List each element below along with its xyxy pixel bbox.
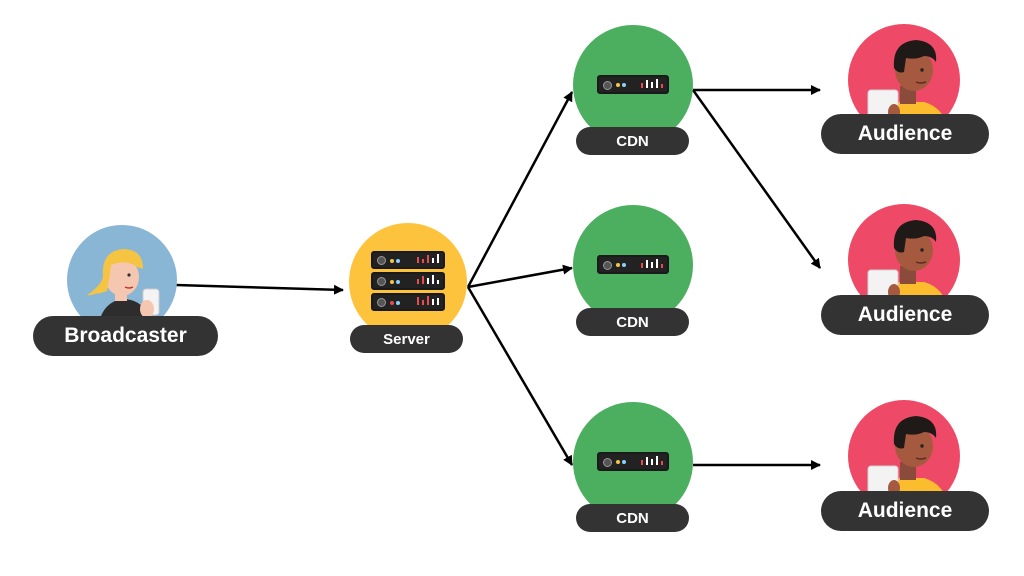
cdn-circle-top xyxy=(573,25,693,145)
server-rack-icon xyxy=(573,25,693,145)
cdn-label-top: CDN xyxy=(576,127,689,155)
cdn-label-middle: CDN xyxy=(576,308,689,336)
server-rack-icon xyxy=(573,402,693,522)
edge-server-cdn-middle xyxy=(467,264,573,289)
server-circle xyxy=(349,223,467,341)
cdn-label-bottom: CDN xyxy=(576,504,689,532)
edge-server-cdn-top xyxy=(466,91,574,288)
edge-cdn-top-audience-middle xyxy=(691,89,822,269)
audience-label-bottom: Audience xyxy=(821,491,989,531)
broadcaster-label: Broadcaster xyxy=(33,316,218,356)
server-rack-icon xyxy=(349,223,467,341)
server-label: Server xyxy=(350,325,463,353)
server-rack-icon xyxy=(573,205,693,325)
cdn-circle-middle xyxy=(573,205,693,325)
audience-label-middle: Audience xyxy=(821,295,989,335)
edge-server-cdn-bottom xyxy=(466,286,574,466)
audience-label-top: Audience xyxy=(821,114,989,154)
edge-broadcaster-server xyxy=(175,283,344,295)
cdn-circle-bottom xyxy=(573,402,693,522)
